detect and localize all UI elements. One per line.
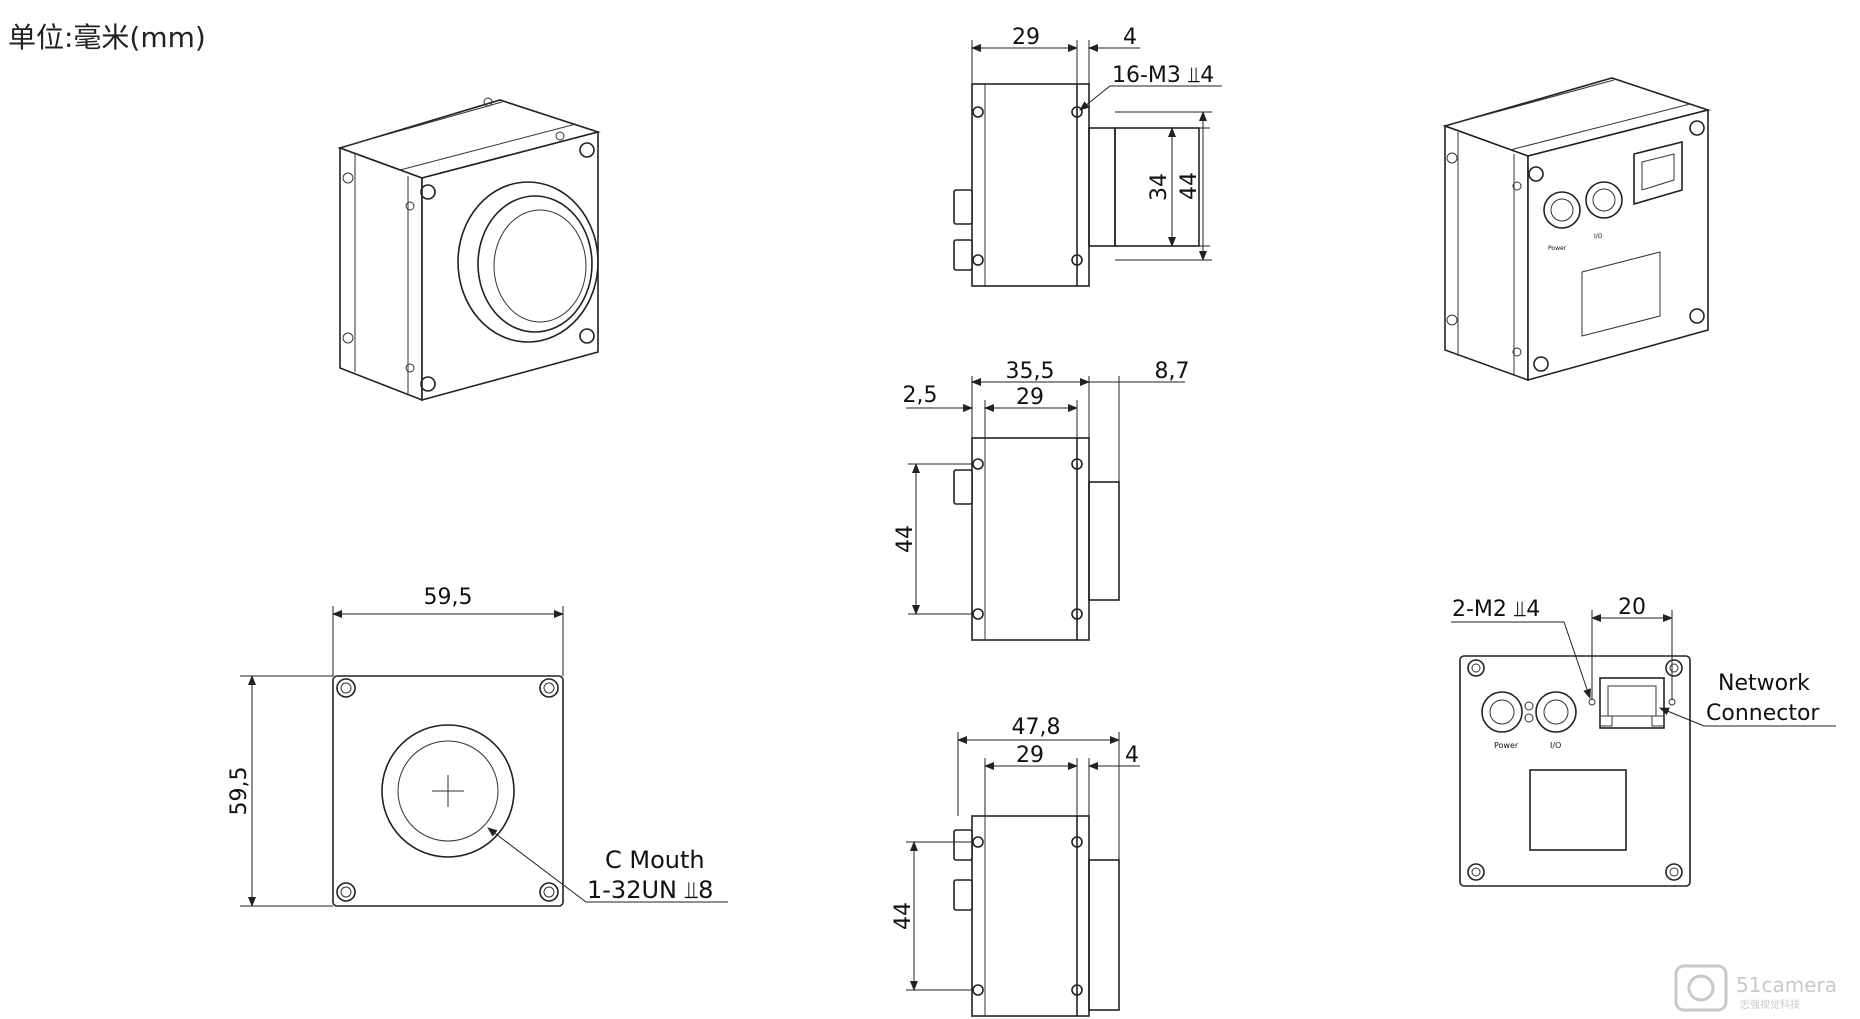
- mid-body-length: 29: [1016, 385, 1044, 410]
- network-label-2: Connector: [1706, 701, 1820, 726]
- top-flange: 4: [1123, 25, 1137, 50]
- rear-power-label: Power: [1494, 741, 1519, 750]
- bot-overall: 47,8: [1012, 715, 1061, 740]
- side-view-top: 29 4 16-M3 ⫫4 34 44: [953, 25, 1222, 287]
- rear-view: Power I/O 20 2-M2 ⫫4 Network Connector: [1451, 595, 1836, 887]
- front-height-dim: 59,5: [227, 767, 252, 816]
- iso-io-label: I/O: [1594, 233, 1603, 240]
- mid-lens-protrusion: 8,7: [1155, 359, 1190, 384]
- front-width-dim: 59,5: [424, 585, 473, 610]
- mount-label-2: 1-32UN ⫫8: [587, 876, 713, 904]
- watermark-logo: 51camera 志强视觉科技: [1674, 964, 1837, 1012]
- side-view-bottom: 47,8 29 4 44: [891, 715, 1140, 1017]
- thread-note: 16-M3 ⫫4: [1112, 63, 1214, 88]
- iso-rear-view: Power I/O: [1442, 77, 1711, 382]
- iso-front-view: [337, 97, 601, 402]
- top-height: 44: [1177, 172, 1202, 200]
- rear-connector-spacing: 20: [1618, 595, 1646, 620]
- mount-label-1: C Mouth: [605, 846, 705, 874]
- rear-screw-note: 2-M2 ⫫4: [1452, 597, 1540, 622]
- mid-height: 44: [893, 525, 918, 553]
- bot-body-length: 29: [1016, 743, 1044, 768]
- network-label-1: Network: [1718, 671, 1810, 696]
- watermark-sub: 志强视觉科技: [1740, 998, 1800, 1011]
- rear-io-label: I/O: [1550, 741, 1561, 750]
- bot-height: 44: [891, 902, 916, 930]
- front-view: 59,5 59,5 C Mouth 1-32UN ⫫8: [227, 585, 728, 907]
- top-lens-dia: 34: [1147, 173, 1172, 201]
- bot-flange: 4: [1125, 743, 1139, 768]
- top-body-length: 29: [1012, 25, 1040, 50]
- side-view-middle: 35,5 29 2,5 8,7 44: [893, 359, 1190, 641]
- mid-front-offset: 2,5: [903, 383, 938, 408]
- mid-overall: 35,5: [1006, 359, 1055, 384]
- watermark-brand: 51camera: [1736, 973, 1837, 997]
- iso-power-label: Power: [1548, 245, 1567, 252]
- unit-label: 单位:毫米(mm): [8, 21, 206, 54]
